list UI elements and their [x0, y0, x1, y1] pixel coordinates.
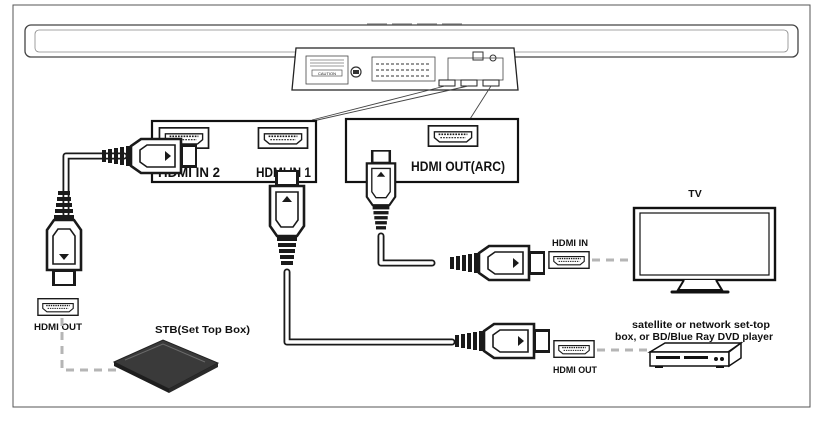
rear-hdmi-out-socket: [482, 79, 500, 87]
stb-hdmi-out-label: HDMI OUT: [34, 322, 83, 332]
hdmi-out-arc-port: [427, 125, 479, 147]
hdmi-plug-out-arc: [365, 150, 397, 231]
rear-panel-caution-text: CAUTION: [318, 71, 336, 76]
tv-hdmi-in-label: HDMI IN: [552, 238, 588, 248]
stb-hdmi-out-port: [37, 298, 79, 316]
player-hdmi-out-label: HDMI OUT: [553, 365, 597, 375]
player-hdmi-out-port: [553, 340, 595, 358]
set-top-box: STB(Set Top Box): [112, 325, 250, 393]
rear-hdmi-in2-socket: [438, 79, 456, 87]
hdmi-plug-in2: [100, 137, 197, 175]
player-label-line1: satellite or network set-top: [632, 320, 770, 331]
hdmi-plug-in1: [268, 170, 306, 267]
hdmi-plug-player-side: [453, 322, 550, 360]
tv: TV: [632, 188, 777, 294]
hdmi-plug-tv-side: [448, 244, 545, 282]
rear-hdmi-in1-socket: [460, 79, 478, 87]
player-label-line2: box, or BD/Blue Ray DVD player: [615, 332, 773, 343]
diagram-frame: [12, 4, 811, 408]
hdmi-out-arc-label: HDMI OUT(ARC): [411, 159, 505, 174]
hdmi-plug-stb-side: [45, 189, 83, 286]
disc-player: satellite or network set-top box, or BD/…: [615, 320, 773, 368]
hdmi-in1-port: [257, 127, 309, 149]
tv-label: TV: [688, 188, 701, 200]
stb-label: STB(Set Top Box): [155, 325, 250, 336]
tv-hdmi-in-port: [548, 251, 590, 269]
soundbar-rear-panel: CAUTION: [291, 47, 519, 122]
